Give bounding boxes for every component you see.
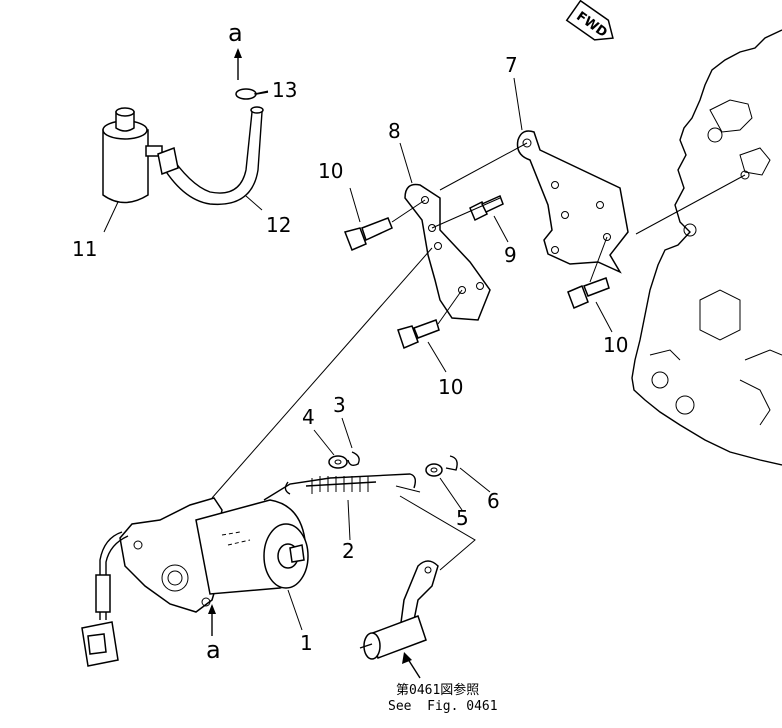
- reference-note-en: See Fig. 0461: [388, 699, 498, 714]
- engine-block: [631, 29, 782, 466]
- connector-mark-top: a: [228, 19, 243, 47]
- bolt-9: [469, 194, 504, 222]
- washer-5: [425, 463, 443, 477]
- wire-connector: [81, 531, 129, 667]
- bolt-10-left: [343, 217, 393, 251]
- callout-9: 9: [504, 243, 517, 267]
- bolt-10-bottom: [397, 319, 440, 350]
- callout-1: 1: [300, 631, 313, 655]
- cotter-pin-6: [445, 455, 458, 471]
- callout-6: 6: [487, 489, 500, 513]
- washer-4: [328, 455, 348, 469]
- bracket-small: [404, 183, 491, 321]
- callout-11: 11: [72, 237, 97, 261]
- bolt-10-right: [567, 277, 610, 309]
- callout-3: 3: [333, 393, 346, 417]
- callout-4: 4: [302, 405, 315, 429]
- callout-12: 12: [266, 213, 291, 237]
- callout-8: 8: [388, 119, 401, 143]
- lever-arm: [359, 495, 476, 660]
- fwd-arrow-icon: FWD: [565, 0, 614, 41]
- hose-clip: [235, 88, 269, 100]
- callout-2: 2: [342, 539, 355, 563]
- bracket-large: [516, 130, 629, 274]
- filter-canister: [102, 107, 163, 204]
- connector-mark-bottom: a: [206, 636, 221, 664]
- callout-10-right: 10: [603, 333, 628, 357]
- hose: [157, 106, 264, 206]
- callout-13: 13: [272, 78, 297, 102]
- callout-7: 7: [505, 53, 518, 77]
- reference-note-jp: 第0461図参照: [396, 682, 479, 698]
- clip-3: [347, 451, 360, 467]
- callout-10-bottom: 10: [438, 375, 463, 399]
- callout-5: 5: [456, 506, 469, 530]
- callout-10-left: 10: [318, 159, 343, 183]
- motor-assembly: [119, 497, 309, 613]
- rod-spring: [263, 473, 421, 501]
